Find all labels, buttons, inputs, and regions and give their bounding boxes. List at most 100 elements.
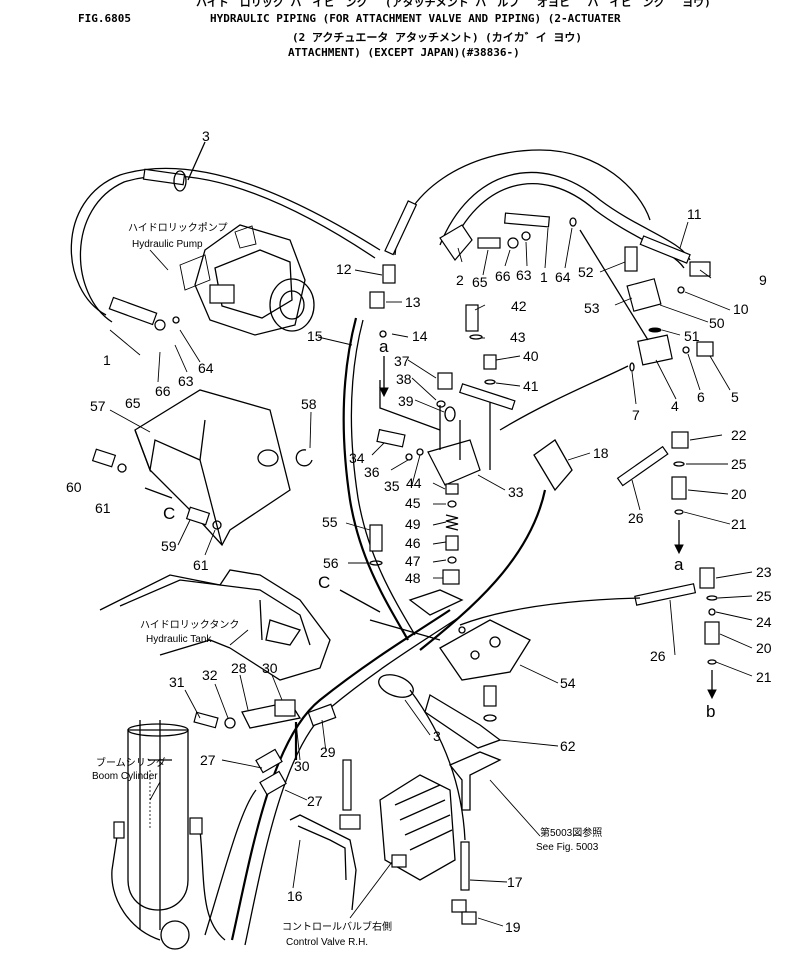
callout-25-upper: 25 bbox=[731, 456, 747, 472]
plug-44 bbox=[445, 483, 459, 495]
callout-23: 23 bbox=[756, 564, 772, 580]
header-title-line1: HYDRAULIC PIPING (FOR ATTACHMENT VALVE A… bbox=[210, 12, 621, 25]
oring-64-upper bbox=[569, 217, 577, 227]
oring-25-upper bbox=[673, 461, 685, 467]
callout-3-lower: 3 bbox=[433, 728, 441, 744]
pipe-17-line bbox=[409, 689, 466, 841]
pipe-15 bbox=[342, 317, 409, 641]
plate-54 bbox=[439, 619, 531, 681]
callout-30-upper: 30 bbox=[262, 660, 278, 676]
clamp-3-ring bbox=[173, 170, 187, 192]
oring-6 bbox=[682, 346, 690, 354]
hose-18-line bbox=[419, 489, 547, 651]
pipe-to-26-lower bbox=[459, 597, 641, 626]
fitting-12 bbox=[382, 264, 396, 284]
plug-39 bbox=[444, 406, 456, 422]
elbow-22 bbox=[671, 431, 689, 449]
washer-43 bbox=[469, 334, 483, 340]
nut-19-b bbox=[461, 911, 477, 925]
bolt-42 bbox=[465, 304, 479, 332]
port-letters: a a b C C bbox=[163, 337, 715, 721]
leader-tank bbox=[229, 629, 249, 646]
plug-40 bbox=[483, 354, 497, 370]
note-boom: Boom Cylinder bbox=[92, 771, 158, 782]
oring-21-lower bbox=[707, 659, 717, 665]
callout-27-right: 27 bbox=[307, 793, 323, 809]
callout-40: 40 bbox=[523, 348, 539, 364]
callout-52: 52 bbox=[578, 264, 594, 280]
nut-48 bbox=[442, 569, 460, 585]
arrow-b-head bbox=[707, 689, 717, 700]
callout-numbers: 3 11 12 13 2 65 66 63 1 64 52 9 10 53 50… bbox=[66, 128, 772, 935]
hose-1-upper-b bbox=[79, 175, 376, 323]
bolt-34 bbox=[376, 428, 406, 448]
callout-66-upper: 66 bbox=[495, 268, 511, 284]
washer-56 bbox=[369, 560, 383, 566]
header-title-line3: ATTACHMENT) (EXCEPT JAPAN)(#38836-) bbox=[288, 46, 520, 59]
hose-11 bbox=[639, 235, 691, 264]
callout-45: 45 bbox=[405, 495, 421, 511]
callout-55: 55 bbox=[322, 514, 338, 530]
control-valve-rh bbox=[379, 774, 456, 881]
fitting-20-lower bbox=[704, 621, 720, 645]
callout-49: 49 bbox=[405, 516, 421, 532]
oring-36 bbox=[405, 453, 413, 461]
callout-43: 43 bbox=[510, 329, 526, 345]
hose-12-body bbox=[384, 200, 418, 256]
callout-61-left: 61 bbox=[95, 500, 111, 516]
clamp-30-a bbox=[274, 699, 296, 717]
hose-a-line bbox=[499, 365, 629, 431]
callout-56: 56 bbox=[323, 555, 339, 571]
oring-10 bbox=[677, 286, 685, 294]
block-53 bbox=[626, 278, 662, 312]
bolt-52 bbox=[624, 246, 638, 272]
callout-2: 2 bbox=[456, 272, 464, 288]
attachment-valve-33 bbox=[379, 380, 516, 486]
callout-31: 31 bbox=[169, 674, 185, 690]
callout-18: 18 bbox=[593, 445, 609, 461]
spool-46 bbox=[445, 535, 459, 551]
letter-a-right: a bbox=[674, 555, 684, 574]
header-title-line2: (2 アクチュエータ アタッチメント) (カイカ゛イ ヨウ) bbox=[292, 31, 583, 44]
hose-long-1 bbox=[230, 609, 451, 941]
annotations: ハイドロリックポンプ Hydraulic Pump ハイドロリックタンク Hyd… bbox=[92, 222, 602, 948]
note-boom-jp: ブームシリンダ bbox=[96, 756, 166, 769]
pipe-16 bbox=[289, 814, 357, 911]
note-see-fig-jp: 第5003図参照 bbox=[540, 826, 602, 839]
callout-15: 15 bbox=[307, 328, 323, 344]
clip-58 bbox=[295, 449, 313, 467]
oring-47 bbox=[447, 556, 457, 564]
hose-17 bbox=[460, 841, 470, 891]
callout-54: 54 bbox=[560, 675, 576, 691]
callout-6: 6 bbox=[697, 389, 705, 405]
callout-17: 17 bbox=[507, 874, 523, 890]
callout-20-upper: 20 bbox=[731, 486, 747, 502]
oring-64-a bbox=[154, 319, 166, 331]
callout-47: 47 bbox=[405, 553, 421, 569]
hose-boom-right bbox=[199, 829, 226, 941]
callout-38: 38 bbox=[396, 371, 412, 387]
fitting-9 bbox=[689, 261, 711, 277]
callout-13: 13 bbox=[405, 294, 421, 310]
hose-boom-left bbox=[111, 829, 161, 941]
callout-3-top: 3 bbox=[202, 128, 210, 144]
nut-19-a bbox=[451, 899, 467, 913]
callout-24: 24 bbox=[756, 614, 772, 630]
washer-61-left bbox=[117, 463, 127, 473]
leader-3 bbox=[187, 141, 206, 181]
washer-62 bbox=[483, 714, 497, 722]
callout-28: 28 bbox=[231, 660, 247, 676]
callout-64-left: 64 bbox=[198, 360, 214, 376]
hose-long-3 bbox=[204, 789, 257, 936]
callout-1-left: 1 bbox=[103, 352, 111, 368]
spring-49 bbox=[445, 514, 459, 531]
oring-7 bbox=[629, 362, 635, 372]
oring-45 bbox=[447, 500, 457, 508]
note-pump-jp: ハイドロリックポンプ bbox=[128, 222, 228, 234]
note-tank: Hydraulic Tank bbox=[146, 634, 212, 645]
hose-18 bbox=[533, 439, 573, 492]
fitting-13 bbox=[369, 291, 385, 309]
callout-42: 42 bbox=[511, 298, 527, 314]
